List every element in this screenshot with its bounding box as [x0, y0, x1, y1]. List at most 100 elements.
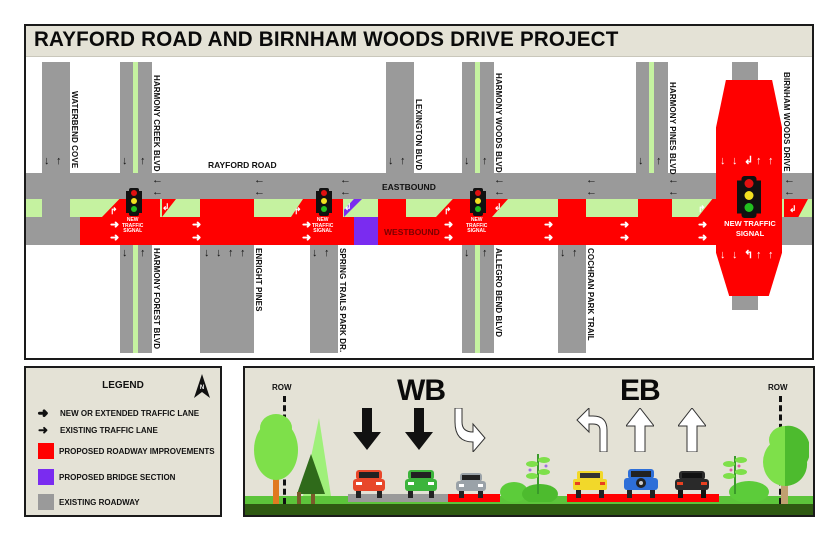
- car-icon: [624, 469, 658, 498]
- street-label-birnham-woods: BIRNHAM WOODS DRIVE: [782, 72, 791, 172]
- traffic-light-icon: [316, 188, 332, 216]
- new-lane-arrow-icon: ➜: [192, 219, 202, 231]
- new-lane-arrow-icon: ➜: [302, 232, 312, 244]
- cochran-park-road: [558, 245, 586, 353]
- new-lane-arrow-icon: ➜: [620, 232, 630, 244]
- median: [133, 245, 138, 353]
- side-street-arrow-icon: ↓: [204, 247, 210, 259]
- new-lane-arrow-icon: ➜: [110, 219, 120, 231]
- existing-lane-arrow-icon: ←: [494, 186, 505, 198]
- existing-lane-arrow-icon: ←: [340, 186, 351, 198]
- side-street-arrow-icon: ↓: [464, 247, 470, 259]
- tree-icon: [763, 425, 809, 504]
- signal-label-3: NEW TRAFFIC SIGNAL: [466, 217, 488, 235]
- birnham-arrow-icon: ↓: [732, 249, 738, 261]
- proposed-median-cochran: [558, 199, 586, 217]
- traffic-signal-2: [316, 188, 332, 221]
- signal-label-line: SIGNAL: [735, 229, 765, 238]
- side-street-arrow-icon: ↓: [638, 155, 644, 167]
- signal-label-line: TRAFFIC: [312, 222, 334, 229]
- birnham-arrow-icon: ↑: [768, 249, 774, 261]
- side-street-arrow-icon: ↑: [228, 247, 234, 259]
- side-street-arrow-icon: ↓: [464, 155, 470, 167]
- existing-lane-arrow-icon: ←: [784, 186, 795, 198]
- down-arrow-icon: [353, 408, 381, 450]
- birnham-arrow-icon: ↰: [744, 249, 754, 261]
- proposed-median: [378, 199, 406, 217]
- existing-lane-arrow-icon: ←: [586, 186, 597, 198]
- birnham-arrow-icon: ↓: [720, 155, 726, 167]
- existing-lane-arrow-icon: ←: [340, 174, 351, 186]
- new-lane-arrow-icon: ➜: [110, 232, 120, 244]
- side-street-arrow-icon: ↑: [482, 247, 488, 259]
- turn-arrow-icon: ↲: [494, 202, 502, 212]
- side-street-arrow-icon: ↑: [56, 155, 62, 167]
- birnham-woods-existing-north: [732, 62, 758, 80]
- legend-item-bridge-section: PROPOSED BRIDGE SECTION: [38, 469, 175, 485]
- side-street-arrow-icon: ↓: [216, 247, 222, 259]
- new-lane-arrow-icon: ➜: [620, 219, 630, 231]
- side-street-arrow-icon: ↓: [122, 247, 128, 259]
- traffic-signal-1: [126, 188, 142, 221]
- eastbound-label: EASTBOUND: [382, 182, 436, 192]
- waterbend-cove-road: [42, 62, 70, 173]
- birnham-arrow-icon: ↓: [732, 155, 738, 167]
- street-label-lexington: LEXINGTON BLVD: [414, 99, 423, 171]
- eb-new-pavement: [567, 494, 719, 502]
- legend-panel: LEGEND N ➜ NEW OR EXTENDED TRAFFIC LANE …: [24, 366, 222, 517]
- traffic-signal-3: [470, 188, 486, 221]
- row-label-left: ROW: [272, 383, 292, 392]
- turn-arrow-icon: ↲: [344, 202, 352, 212]
- median-break: [42, 199, 70, 217]
- shrub-icon: [500, 454, 558, 502]
- new-lane-arrow-icon: ➜: [444, 219, 454, 231]
- new-lane-arrow-icon: ➜: [444, 232, 454, 244]
- signal-label-1: NEW TRAFFIC SIGNAL: [122, 217, 144, 235]
- new-lane-arrow-icon: ➜: [302, 219, 312, 231]
- street-label-harmony-pines: HARMONY PINES BLVD: [668, 82, 677, 175]
- solid-arrow-icon: ➜: [38, 423, 49, 437]
- new-lane-arrow-icon: ➜: [192, 232, 202, 244]
- side-street-arrow-icon: ↓: [388, 155, 394, 167]
- birnham-arrow-icon: ↑: [756, 249, 762, 261]
- signal-label-line: NEW: [316, 217, 329, 223]
- signal-label-4: NEW TRAFFIC SIGNAL: [722, 219, 778, 239]
- street-label-enright-pines: ENRIGHT PINES: [254, 248, 263, 312]
- side-street-arrow-icon: ↑: [572, 247, 578, 259]
- right-turn-arrow-icon: [454, 408, 486, 452]
- existing-lane-arrow-icon: ←: [586, 174, 597, 186]
- row-label-right: ROW: [768, 383, 788, 392]
- legend-item-new-lane: ➜ NEW OR EXTENDED TRAFFIC LANE: [38, 406, 200, 421]
- side-street-arrow-icon: ↓: [44, 155, 50, 167]
- new-lane-arrow-icon: ➜: [544, 232, 554, 244]
- side-street-arrow-icon: ↑: [400, 155, 406, 167]
- signal-label-line: TRAFFIC: [122, 222, 144, 229]
- turn-arrow-icon: ↱: [698, 204, 706, 214]
- legend-label: PROPOSED ROADWAY IMPROVEMENTS: [59, 446, 215, 456]
- purple-swatch: [38, 469, 54, 485]
- car-icon: [353, 470, 385, 498]
- signal-label-line: SIGNAL: [313, 228, 333, 234]
- birnham-arrow-icon: ↑: [768, 155, 774, 167]
- turn-arrow-icon: ↱: [444, 206, 452, 216]
- up-arrow-icon: [626, 408, 654, 452]
- side-street-arrow-icon: ↓: [312, 247, 318, 259]
- street-label-spring-trails: SPRING TRAILS PARK DR.: [338, 248, 347, 353]
- existing-lane-arrow-icon: ←: [152, 186, 163, 198]
- car-icon: [456, 473, 486, 498]
- legend-title: LEGEND: [102, 380, 144, 391]
- enright-pines-road: [200, 245, 254, 353]
- side-street-arrow-icon: ↓: [560, 247, 566, 259]
- traffic-light-icon: [126, 188, 142, 216]
- side-street-arrow-icon: ↑: [482, 155, 488, 167]
- ground: [245, 502, 813, 515]
- side-street-arrow-icon: ↑: [140, 247, 146, 259]
- lexington-road: [386, 62, 414, 173]
- side-street-arrow-icon: ↑: [656, 155, 662, 167]
- legend-label: EXISTING ROADWAY: [59, 497, 140, 507]
- title-band: RAYFORD ROAD AND BIRNHAM WOODS DRIVE PRO…: [26, 26, 812, 57]
- signal-label-line: TRAFFIC: [466, 222, 488, 229]
- existing-lane-arrow-icon: ←: [668, 186, 679, 198]
- existing-lane-arrow-icon: ←: [494, 174, 505, 186]
- signal-label-line: NEW: [470, 217, 483, 223]
